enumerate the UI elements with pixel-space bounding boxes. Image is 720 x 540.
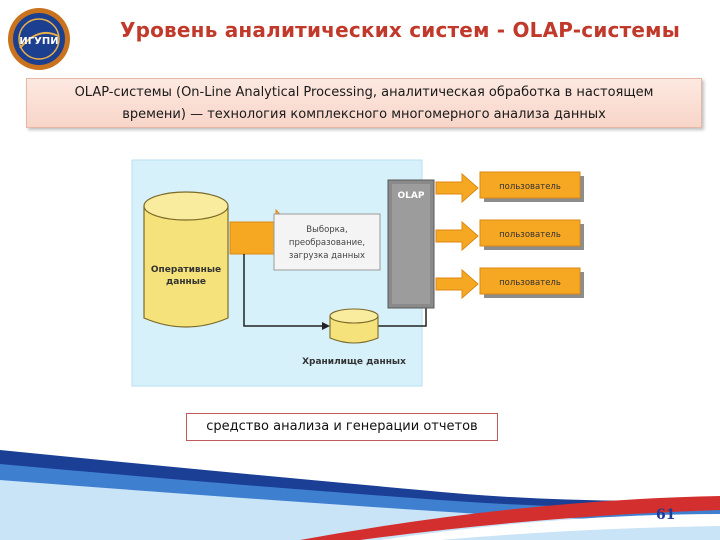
operational-data-label-2: данные [166, 277, 206, 287]
university-logo: ИГУПИ [8, 8, 70, 70]
page-title: Уровень аналитических систем - OLAP-сист… [119, 18, 680, 42]
etl-label-2: преобразование, [289, 238, 365, 248]
definition-line-1: OLAP-системы (On-Line Analytical Process… [74, 85, 654, 100]
user-box-1: пользователь [479, 171, 584, 202]
etl-process-box: Выборка, преобразование, загрузка данных [273, 213, 381, 271]
user-box-2: пользователь [479, 219, 584, 250]
page-number: 61 [656, 507, 676, 523]
operational-data-cylinder: Оперативные данные [143, 191, 229, 328]
definition-box: OLAP-системы (On-Line Analytical Process… [26, 78, 702, 128]
data-warehouse-cylinder: Хранилище данных [302, 308, 406, 367]
olap-server: OLAP [387, 179, 435, 309]
olap-label: OLAP [398, 191, 425, 201]
user-label-3: пользователь [499, 278, 561, 288]
user-box-3: пользователь [479, 267, 584, 298]
warehouse-label: Хранилище данных [302, 357, 406, 367]
olap-architecture-diagram: Оперативные данные Выборка, преобразован… [126, 150, 606, 392]
etl-label-3: загрузка данных [289, 251, 365, 261]
user-label-2: пользователь [499, 230, 561, 240]
caption-box: средство анализа и генерации отчетов [186, 413, 498, 441]
etl-label-1: Выборка, [306, 225, 347, 235]
operational-data-label-1: Оперативные [151, 265, 221, 275]
warehouse-connectors [243, 254, 427, 330]
definition-line-2: времени) — технология комплексного много… [122, 107, 606, 122]
user-label-1: пользователь [499, 182, 561, 192]
logo-text: ИГУПИ [19, 36, 58, 47]
footer-decoration [0, 450, 720, 540]
user-arrows [435, 172, 479, 300]
